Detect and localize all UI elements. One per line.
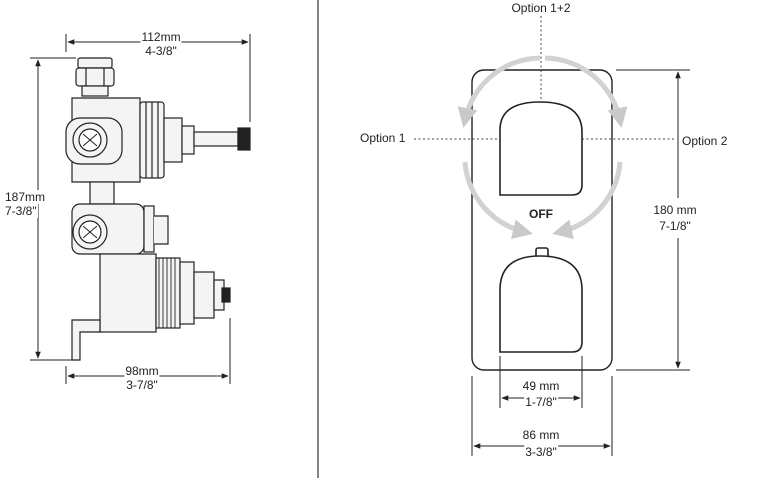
bottom-width-mm: 98mm (124, 364, 160, 378)
off-label: OFF (528, 207, 554, 221)
right-dimension-lines (471, 69, 690, 456)
left-height-in: 7-3/8" (4, 204, 38, 218)
top-width-in: 4-3/8" (144, 44, 178, 58)
bottom-width-in: 3-7/8" (125, 378, 159, 392)
right-height-mm: 180 mm (652, 203, 698, 217)
left-height-mm: 187mm (4, 190, 47, 204)
right-height-in: 7-1/8" (658, 219, 692, 233)
upper-handle (499, 101, 583, 196)
option-1-2-label: Option 1+2 (510, 1, 572, 15)
valve-body-side-view (65, 57, 251, 361)
option-2-label: Option 2 (681, 134, 729, 148)
handle-width-mm: 49 mm (521, 379, 561, 393)
plate-width-in: 3-3/8" (524, 445, 558, 459)
faceplate (471, 69, 613, 371)
lower-handle (499, 255, 583, 353)
option-leaders (414, 16, 676, 140)
option-1-label: Option 1 (359, 131, 407, 145)
handle-width-in: 1-7/8" (524, 395, 558, 409)
plate-width-mm: 86 mm (521, 428, 561, 442)
top-width-mm: 112mm (140, 30, 182, 44)
handles (499, 101, 583, 353)
rotation-ring (457, 55, 628, 239)
